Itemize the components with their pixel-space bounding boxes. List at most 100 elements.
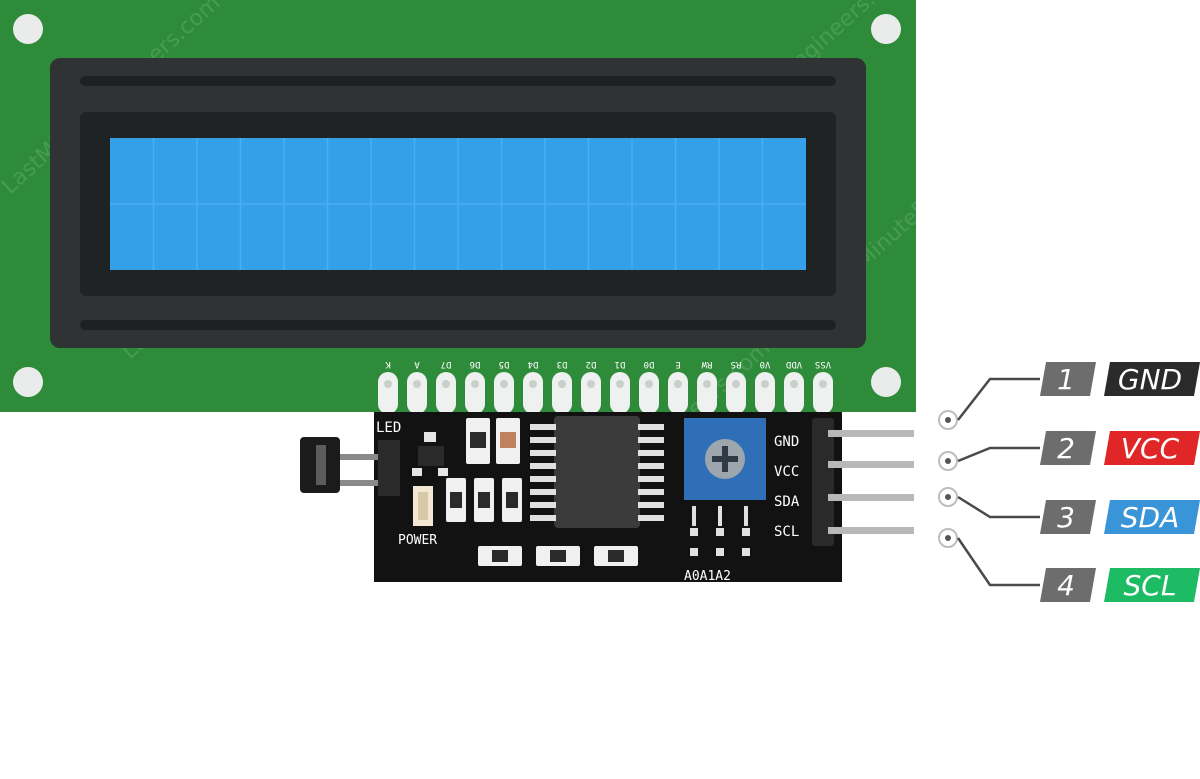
- chip-leg: [638, 437, 664, 443]
- lcd-pin-hole: [616, 380, 624, 388]
- address-trace: [744, 506, 748, 526]
- lcd-pin-label: E: [675, 359, 680, 369]
- resistor-body: [506, 492, 518, 508]
- bezel-groove-bottom: [80, 320, 836, 330]
- address-pad: [716, 548, 724, 556]
- chip-leg: [530, 502, 556, 508]
- lcd-pin-label: A: [414, 359, 420, 369]
- pin-terminal-dot: [945, 535, 951, 541]
- pin-number: 4: [1057, 569, 1075, 602]
- chip-leg: [638, 476, 664, 482]
- signal-name: SDA: [1121, 501, 1180, 534]
- lcd-pin-label: D4: [528, 359, 539, 369]
- lcd-pin: [610, 372, 630, 414]
- lcd-pin-label: D5: [499, 359, 510, 369]
- pullup-resistors: [446, 478, 522, 522]
- chip-leg: [638, 450, 664, 456]
- address-pad: [690, 528, 698, 536]
- lcd-pin-label: RS: [731, 359, 742, 369]
- mount-hole-top-right: [871, 14, 901, 44]
- lcd-pin-hole: [442, 380, 450, 388]
- power-led-body: [418, 492, 428, 520]
- chip-leg: [530, 515, 556, 521]
- pin-terminal-dot: [945, 458, 951, 464]
- lcd-pin: [378, 372, 398, 414]
- jumper-slot: [316, 445, 326, 485]
- chip-leg: [530, 437, 556, 443]
- leader-line: [957, 377, 1040, 421]
- lcd-pin-hole: [558, 380, 566, 388]
- mount-hole-top-left: [13, 14, 43, 44]
- resistor-body: [450, 492, 462, 508]
- chip-body: [554, 416, 640, 528]
- address-label: A0A1A2: [684, 569, 731, 584]
- lcd-pin: [523, 372, 543, 414]
- led-jumper: [300, 437, 400, 496]
- lcd-pin-hole: [500, 380, 508, 388]
- address-pad: [742, 548, 750, 556]
- lcd-pin-hole: [413, 380, 421, 388]
- pin-number-badge: [1040, 568, 1096, 602]
- chip-leg: [530, 450, 556, 456]
- chip-leg: [530, 476, 556, 482]
- i2c-module: LED POWER A0A1A2: [300, 412, 842, 584]
- lcd-pin-hole: [645, 380, 653, 388]
- pin-number-badge: [1040, 431, 1096, 465]
- jumper-base: [378, 440, 400, 496]
- signal-name: SCL: [1124, 569, 1177, 602]
- lcd-pin-label: D1: [615, 359, 626, 369]
- lcd-pin: [407, 372, 427, 414]
- signal-badge: [1104, 568, 1200, 602]
- header-pin: [828, 430, 914, 437]
- pin-number-badge: [1040, 500, 1096, 534]
- lcd-pin: [581, 372, 601, 414]
- header-pin-label: VCC: [774, 464, 799, 480]
- signal-name: GND: [1118, 363, 1182, 396]
- lcd-pin-hole: [529, 380, 537, 388]
- address-trace: [692, 506, 696, 526]
- lcd-pin: [755, 372, 775, 414]
- resistor-body: [478, 492, 490, 508]
- lcd-pin-label: V0: [760, 359, 771, 369]
- address-trace: [718, 506, 722, 526]
- lcd-pin-label: VSS: [815, 359, 831, 369]
- signal-badge: [1104, 500, 1200, 534]
- header-pin: [828, 494, 914, 501]
- lcd-pin-hole: [471, 380, 479, 388]
- jumper-pin-bottom: [340, 480, 392, 486]
- capacitor-body: [550, 550, 566, 562]
- pin-terminal-dot: [945, 417, 951, 423]
- header-pin: [828, 527, 914, 534]
- pin-number-badge: [1040, 362, 1096, 396]
- lcd-pin-label: D6: [470, 359, 481, 369]
- leader-line: [957, 446, 1040, 463]
- transistor: [418, 446, 444, 466]
- lcd-pin-hole: [587, 380, 595, 388]
- lcd-pin-label: VDD: [786, 359, 802, 369]
- mount-hole-bottom-right: [871, 367, 901, 397]
- pin-terminal-dot: [945, 494, 951, 500]
- pin-number: 3: [1057, 501, 1075, 534]
- capacitor-body: [608, 550, 624, 562]
- chip-leg: [638, 463, 664, 469]
- pin-number: 1: [1057, 363, 1075, 396]
- lcd-pin: [436, 372, 456, 414]
- address-pad: [742, 528, 750, 536]
- lcd-pin-hole: [790, 380, 798, 388]
- lcd-pin: [465, 372, 485, 414]
- lcd-pin: [552, 372, 572, 414]
- lcd-pin-label: D3: [557, 359, 568, 369]
- chip-leg: [530, 463, 556, 469]
- signal-name: VCC: [1121, 432, 1180, 465]
- header-pin: [828, 461, 914, 468]
- transistor-pad: [424, 432, 436, 442]
- header-pin-label: SCL: [774, 524, 799, 540]
- bezel-groove-top: [80, 76, 836, 86]
- lcd-pin: [726, 372, 746, 414]
- lcd-pin-hole: [732, 380, 740, 388]
- lcd-pin-label: D7: [441, 359, 452, 369]
